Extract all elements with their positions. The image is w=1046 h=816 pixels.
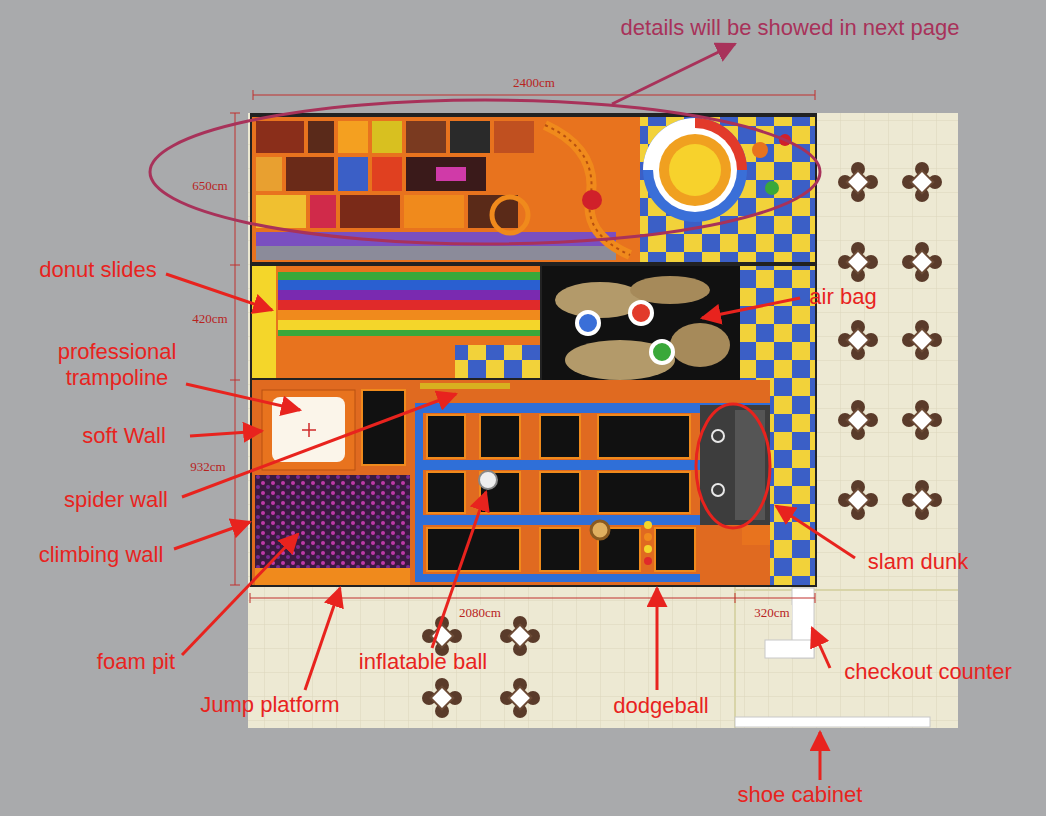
dimension-label: 932cm — [188, 459, 227, 474]
callout-label: dodgeball — [613, 693, 708, 719]
callout-label: air bag — [809, 284, 876, 310]
dimension-label: 2080cm — [457, 605, 503, 620]
dimension-label: 650cm — [190, 178, 229, 193]
callout-label: shoe cabinet — [738, 782, 863, 808]
dimension-label: 420cm — [190, 311, 229, 326]
callout-label: checkout counter — [844, 659, 1012, 685]
callout-label: Jump platform — [200, 692, 339, 718]
dimension-label: 2400cm — [511, 75, 557, 90]
callout-label: climbing wall — [39, 542, 164, 568]
callout-label: soft Wall — [82, 423, 166, 449]
callout-label: slam dunk — [868, 549, 968, 575]
callout-label: spider wall — [64, 487, 168, 513]
callout-label: foam pit — [97, 649, 175, 675]
dimension-label: 320cm — [752, 605, 791, 620]
callout-label: donut slides — [39, 257, 156, 283]
note-text: details will be showed in next page — [621, 15, 960, 41]
callout-label: inflatable ball — [359, 649, 487, 675]
callout-label: professional trampoline — [42, 339, 192, 391]
